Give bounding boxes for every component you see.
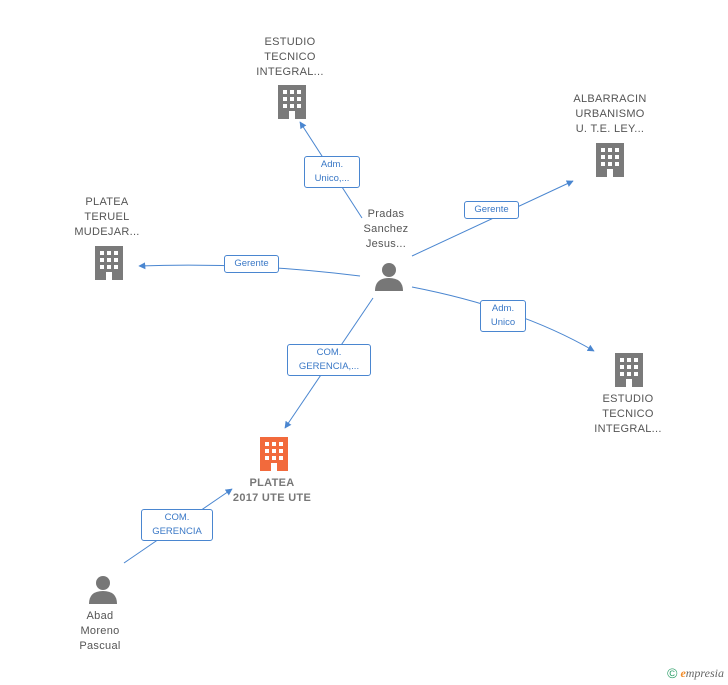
node-label-platea-teruel[interactable]: PLATEA TERUEL MUDEJAR... (74, 196, 140, 238)
node-label-platea-2017[interactable]: PLATEA 2017 UTE UTE (232, 477, 312, 504)
edge-label-gerente-albarracin[interactable]: Gerente (464, 201, 519, 219)
edge-label-adm-unico-top[interactable]: Adm. Unico,... (304, 156, 360, 188)
building-icon[interactable] (278, 85, 306, 119)
edge-label-com-gerencia-abad[interactable]: COM. GERENCIA (141, 509, 213, 541)
building-icon-main[interactable] (260, 437, 288, 471)
copyright-icon: © (667, 665, 678, 681)
edge-label-adm-unico-bottom[interactable]: Adm. Unico (480, 300, 526, 332)
brand-footer[interactable]: © empresia (667, 665, 724, 681)
building-icon[interactable] (95, 246, 123, 280)
node-label-center-person[interactable]: Pradas Sanchez Jesus... (363, 208, 409, 250)
node-label-estudio-top[interactable]: ESTUDIO TECNICO INTEGRAL... (256, 36, 324, 78)
node-label-abad-person[interactable]: Abad Moreno Pascual (79, 610, 121, 652)
edge-label-com-gerencia-center[interactable]: COM. GERENCIA,... (287, 344, 371, 376)
node-label-estudio-bottom[interactable]: ESTUDIO TECNICO INTEGRAL... (594, 393, 662, 435)
building-icon[interactable] (596, 143, 624, 177)
building-icon[interactable] (615, 353, 643, 387)
node-label-albarracin[interactable]: ALBARRACIN URBANISMO U. T.E. LEY... (573, 93, 647, 135)
brand-logo: empresia (680, 665, 724, 680)
edge-label-gerente-teruel[interactable]: Gerente (224, 255, 279, 273)
person-icon[interactable] (375, 263, 403, 291)
person-icon[interactable] (89, 576, 117, 604)
